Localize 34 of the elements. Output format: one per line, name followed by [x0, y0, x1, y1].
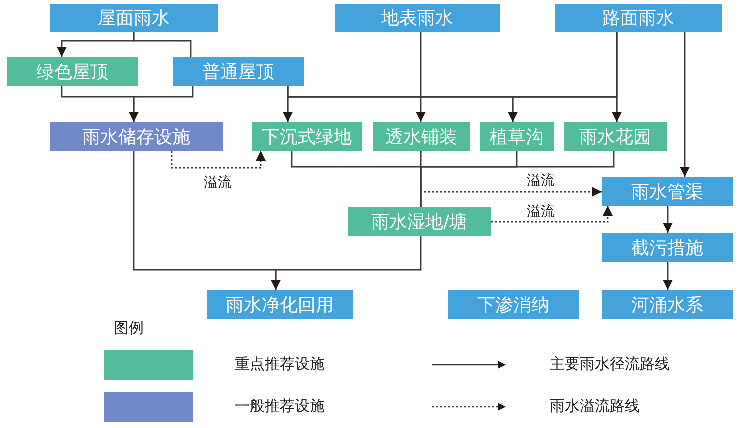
overflow-arrow	[491, 206, 613, 223]
process-box: 雨水储存设施	[50, 122, 223, 151]
source-box: 路面雨水	[555, 4, 722, 32]
overflow-arrow	[171, 151, 266, 169]
process-box: 雨水管渠	[602, 177, 733, 206]
legend-text: 一般推荐设施	[233, 398, 327, 414]
process-box: 下渗消纳	[448, 290, 579, 319]
process-box: 雨水净化回用	[207, 290, 353, 319]
process-box: 河涌水系	[602, 290, 733, 319]
flow-arrow	[663, 206, 673, 233]
process-box: 雨水花园	[564, 122, 667, 151]
legend-title: 图例	[112, 320, 146, 336]
edge-label: 溢流	[202, 175, 234, 191]
flow-arrow	[129, 86, 194, 122]
flow-arrow	[680, 32, 690, 177]
process-box: 雨水湿地/塘	[348, 207, 491, 236]
flow-arrow	[271, 236, 422, 290]
process-box: 下沉式绿地	[252, 122, 362, 151]
process-box: 截污措施	[602, 233, 733, 262]
edge-label: 溢流	[525, 173, 557, 189]
flow-arrow	[663, 262, 673, 290]
flow-arrow	[416, 32, 426, 122]
legend-text: 主要雨水径流路线	[548, 356, 672, 372]
process-box: 植草沟	[480, 122, 554, 151]
source-box: 屋面雨水	[50, 4, 218, 32]
flow-arrow	[612, 32, 622, 122]
process-box: 绿色屋顶	[7, 57, 138, 86]
source-box: 地表雨水	[335, 4, 500, 32]
legend-text: 重点推荐设施	[233, 356, 327, 372]
process-box: 普通屋顶	[173, 57, 304, 86]
overflow-arrow	[420, 151, 602, 197]
edge-label: 溢流	[525, 204, 557, 220]
legend-text: 雨水溢流路线	[548, 398, 642, 414]
process-box: 透水铺装	[373, 122, 470, 151]
